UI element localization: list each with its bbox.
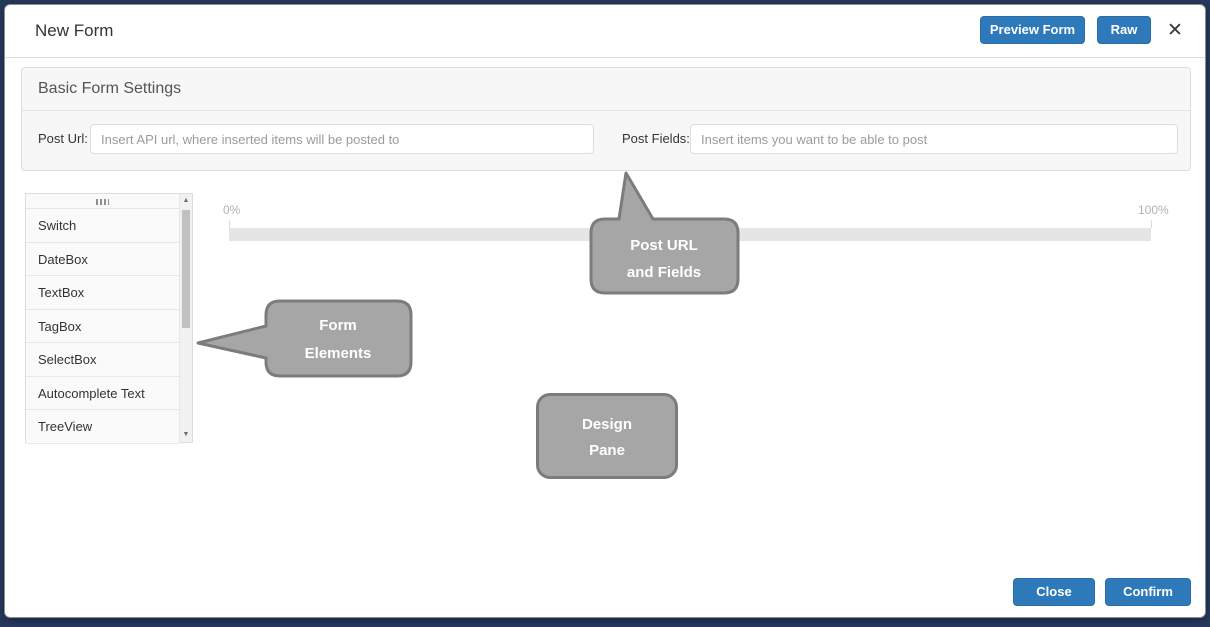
close-button[interactable]: Close	[1013, 578, 1095, 606]
list-item-selectbox[interactable]: SelectBox	[26, 343, 179, 377]
list-drag-bar[interactable]	[26, 194, 179, 209]
list-item-textbox[interactable]: TextBox	[26, 276, 179, 310]
drag-handle-icon[interactable]	[95, 199, 109, 205]
callout-text-line1: Form	[319, 317, 357, 334]
callout-form-elements: Form Elements	[196, 299, 413, 378]
new-form-dialog: New Form Preview Form Raw ✕ Basic Form S…	[4, 4, 1206, 618]
list-item-autocomplete-text[interactable]: Autocomplete Text	[26, 376, 179, 410]
slider-max-label: 100%	[1138, 203, 1169, 217]
slider-tick-max	[1151, 220, 1152, 228]
list-item-tagbox[interactable]: TagBox	[26, 309, 179, 343]
slider-min-label: 0%	[223, 203, 241, 217]
list-item-switch[interactable]: Switch	[26, 209, 179, 243]
form-elements-panel: Switch DateBox TextBox TagBox SelectBox …	[25, 193, 193, 444]
close-icon[interactable]: ✕	[1167, 20, 1183, 41]
callout-bubble-shape	[196, 299, 413, 378]
form-elements-list: Switch DateBox TextBox TagBox SelectBox …	[26, 209, 179, 444]
scrollbar-thumb[interactable]	[182, 210, 190, 328]
confirm-button[interactable]: Confirm	[1105, 578, 1191, 606]
post-fields-input[interactable]	[690, 124, 1178, 154]
dialog-title: New Form	[35, 21, 114, 40]
raw-button[interactable]: Raw	[1097, 16, 1151, 44]
callout-text-line2: Elements	[305, 345, 372, 362]
post-url-input[interactable]	[90, 124, 594, 154]
callout-text-line2: and Fields	[627, 264, 701, 281]
list-item-datebox[interactable]: DateBox	[26, 242, 179, 276]
settings-panel-title: Basic Form Settings	[38, 80, 182, 97]
callout-post-url-and-fields: Post URL and Fields	[589, 171, 740, 295]
dialog-header: New Form Preview Form Raw ✕	[5, 5, 1205, 58]
post-url-label: Post Url:	[38, 131, 88, 146]
basic-form-settings-panel: Basic Form Settings Post Url: Post Field…	[21, 67, 1191, 171]
callout-text-line2: Pane	[589, 442, 625, 459]
preview-form-button[interactable]: Preview Form	[980, 16, 1085, 44]
scroll-down-icon[interactable]: ▼	[182, 431, 190, 438]
post-fields-label: Post Fields:	[622, 131, 690, 146]
list-scrollbar[interactable]: ▲ ▼	[179, 194, 192, 442]
scroll-up-icon[interactable]: ▲	[182, 197, 190, 204]
callout-text-line1: Design	[581, 416, 632, 433]
settings-divider	[22, 110, 1190, 111]
callout-text-line1: Post URL	[630, 237, 698, 254]
slider-tick-min	[229, 220, 230, 228]
callout-bubble-shape	[589, 171, 740, 295]
list-item-treeview[interactable]: TreeView	[26, 410, 179, 444]
callout-design-pane: Design Pane	[536, 393, 678, 479]
